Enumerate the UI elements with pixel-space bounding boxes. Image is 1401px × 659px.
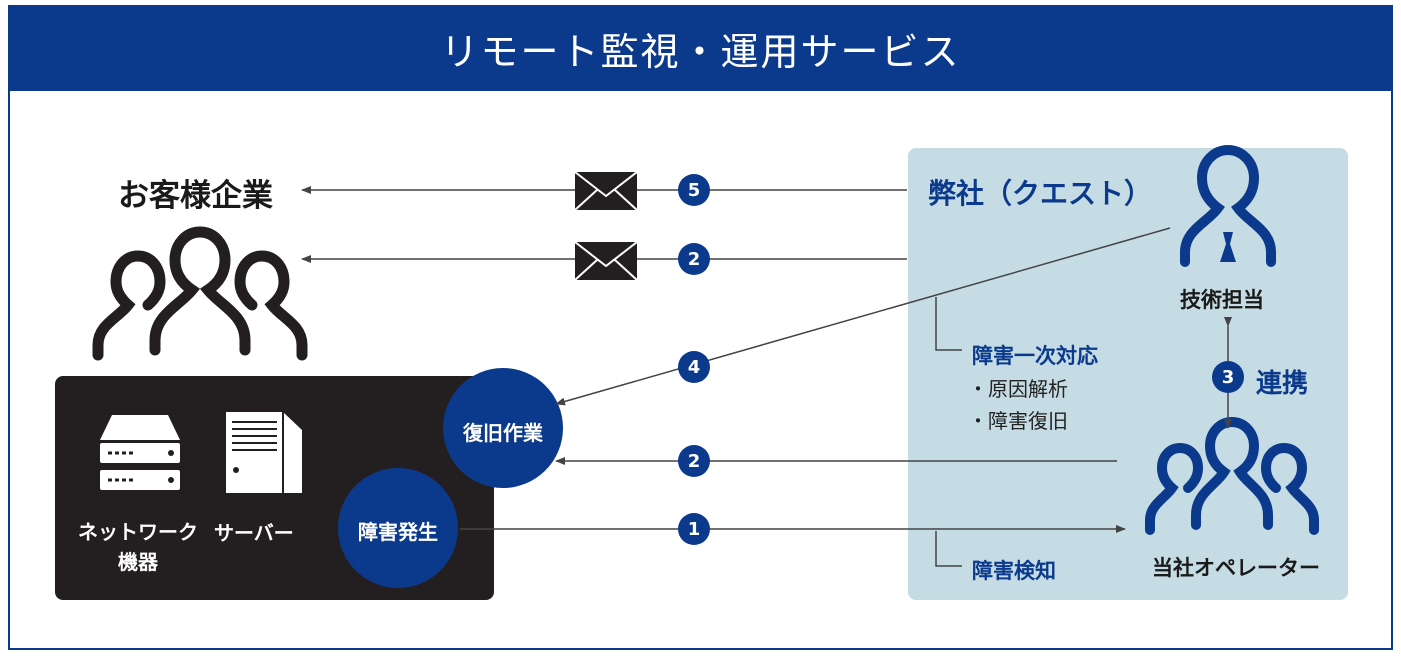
mail-icon bbox=[574, 171, 638, 211]
detection-connector bbox=[935, 531, 962, 567]
network-device-label-line2: 機器 bbox=[118, 550, 158, 574]
failure-circle bbox=[338, 468, 458, 588]
tech-staff-label: 技術担当 bbox=[1180, 288, 1264, 312]
first-response-item: ・原因解析 bbox=[968, 377, 1068, 401]
step-badge-2-mail: 2 bbox=[678, 243, 710, 275]
server-icon bbox=[226, 412, 302, 493]
first-response-item: ・障害復旧 bbox=[968, 409, 1068, 433]
svg-text:5: 5 bbox=[688, 180, 701, 201]
step-badge-3: 3 bbox=[1206, 361, 1250, 393]
step-badge-1: 1 bbox=[678, 513, 710, 545]
server-label: サーバー bbox=[214, 521, 294, 545]
customer-label: お客様企業 bbox=[118, 178, 273, 214]
step-badge-5: 5 bbox=[678, 174, 710, 206]
header-bar: リモート監視・運用サービス bbox=[8, 5, 1393, 91]
svg-text:1: 1 bbox=[688, 519, 701, 540]
svg-text:4: 4 bbox=[688, 357, 701, 378]
mail-icon bbox=[574, 241, 638, 281]
failure-label: 障害発生 bbox=[358, 520, 438, 544]
operator-people-icon bbox=[1145, 416, 1319, 535]
first-response-label: 障害一次対応 bbox=[972, 344, 1098, 368]
svg-text:2: 2 bbox=[688, 249, 701, 270]
cooperation-label: 連携 bbox=[1256, 369, 1309, 399]
company-label: 弊社（クエスト） bbox=[928, 177, 1153, 210]
tie-icon bbox=[1220, 232, 1236, 262]
recovery-circle bbox=[443, 368, 563, 488]
detection-label: 障害検知 bbox=[972, 559, 1056, 583]
network-device-label-line1: ネットワーク bbox=[78, 520, 198, 544]
svg-text:2: 2 bbox=[688, 451, 701, 472]
operator-label: 当社オペレーター bbox=[1152, 556, 1320, 580]
recovery-label: 復旧作業 bbox=[463, 421, 543, 445]
page-title: リモート監視・運用サービス bbox=[440, 29, 961, 74]
arrow-step4-line bbox=[555, 227, 1171, 406]
step-badge-2: 2 bbox=[678, 445, 710, 477]
step-badge-4: 4 bbox=[678, 351, 710, 383]
company-panel bbox=[908, 148, 1348, 600]
network-device-label: ネットワーク 機器 bbox=[78, 517, 198, 577]
first-response-connector bbox=[935, 297, 962, 351]
customer-people-icon bbox=[92, 226, 308, 361]
network-device-icon bbox=[100, 415, 180, 490]
tech-staff-icon bbox=[1180, 144, 1276, 267]
svg-text:3: 3 bbox=[1222, 367, 1235, 388]
diagram-frame bbox=[8, 5, 1393, 650]
